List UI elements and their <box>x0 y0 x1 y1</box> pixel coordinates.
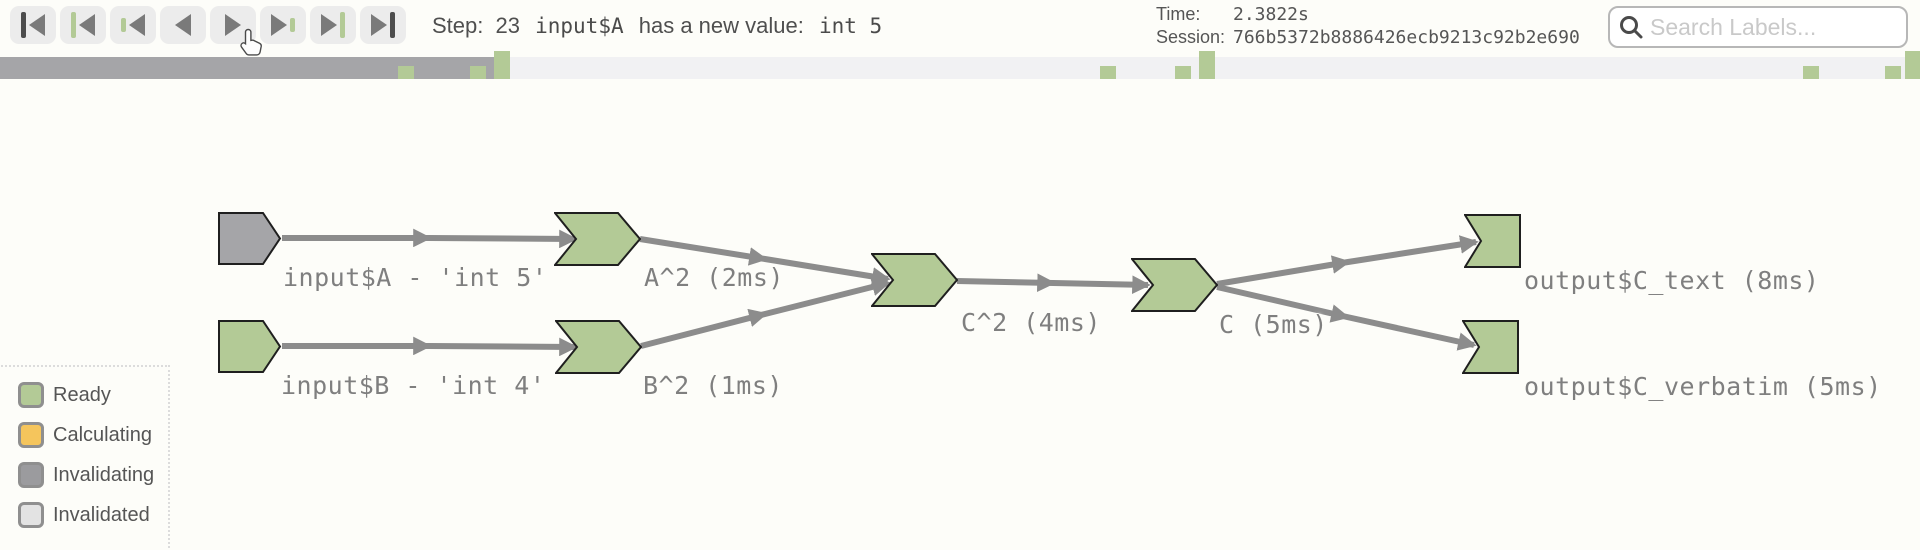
next-step-button[interactable] <box>210 6 256 44</box>
edge-inputA-A2 <box>282 228 578 249</box>
node-B2[interactable] <box>555 320 642 374</box>
timeline-mark[interactable] <box>398 66 414 79</box>
legend-swatch-invalidated <box>18 502 44 528</box>
timeline-mark-current[interactable] <box>494 51 510 79</box>
node-output-C-text[interactable] <box>1464 214 1522 268</box>
timeline-mark[interactable] <box>1885 66 1901 79</box>
edge-C2-C <box>956 273 1151 294</box>
triangle-left-icon <box>129 14 145 36</box>
legend-swatch-invalidating <box>18 462 44 488</box>
green-mark-bar-icon <box>340 12 345 38</box>
edge-C-outputText <box>1216 235 1479 287</box>
jump-to-end-button[interactable] <box>360 6 406 44</box>
triangle-left-icon <box>29 14 45 36</box>
session-meta: Time: 2.3822s Session: 766b5372b8886426ecb… <box>1156 3 1580 49</box>
timeline-mark-current[interactable] <box>1905 51 1920 79</box>
node-C2[interactable] <box>871 253 958 307</box>
edge-B2-C2 <box>640 277 891 349</box>
jump-to-beginning-button[interactable] <box>10 6 56 44</box>
label-A2: A^2 (2ms) <box>644 263 784 292</box>
triangle-right-icon <box>371 14 387 36</box>
playback-controls <box>10 6 406 44</box>
triangle-right-icon <box>225 14 241 36</box>
timeline-mark-current[interactable] <box>1199 51 1215 79</box>
timeline-scrubber[interactable] <box>0 51 1920 79</box>
label-C2: C^2 (4ms) <box>961 308 1101 337</box>
step-status: Step: 23 input$A has a new value: int 5 <box>432 13 891 39</box>
label-output-C-text: output$C_text (8ms) <box>1524 266 1820 295</box>
time-row: Time: 2.3822s <box>1156 3 1580 26</box>
step-message: has a new value: <box>638 13 804 38</box>
green-mark-bar-icon <box>290 18 295 32</box>
timeline-mark[interactable] <box>1803 66 1819 79</box>
step-number: 23 <box>495 13 520 38</box>
legend-label: Invalidated <box>53 503 150 526</box>
time-value: 2.3822s <box>1233 4 1309 25</box>
edge-inputB-B2 <box>282 336 578 357</box>
node-input-B[interactable] <box>218 320 282 373</box>
previous-cycle-button[interactable] <box>110 6 156 44</box>
search-box[interactable] <box>1608 6 1908 48</box>
previous-mark-button[interactable] <box>60 6 106 44</box>
label-B2: B^2 (1ms) <box>643 371 783 400</box>
node-output-C-verbatim[interactable] <box>1462 320 1520 374</box>
legend-swatch-calculating <box>18 422 44 448</box>
timeline-mark[interactable] <box>1100 66 1116 79</box>
legend-label: Ready <box>53 383 111 406</box>
step-subject: input$A <box>535 14 624 38</box>
triangle-left-icon <box>175 14 191 36</box>
timeline-mark[interactable] <box>1175 66 1191 79</box>
green-mark-bar-icon <box>71 12 76 38</box>
next-mark-button[interactable] <box>310 6 356 44</box>
legend-label: Invalidating <box>53 463 155 486</box>
legend-label: Calculating <box>53 423 152 446</box>
triangle-right-icon <box>271 14 287 36</box>
green-mark-bar-icon <box>121 18 126 32</box>
legend-item-invalidated: Invalidated <box>18 502 168 528</box>
node-input-A[interactable] <box>218 212 282 265</box>
legend-item-invalidating: Invalidating <box>18 462 168 488</box>
node-A2[interactable] <box>554 212 641 266</box>
legend-item-calculating: Calculating <box>18 422 168 448</box>
label-input-B: input$B - 'int 4' <box>281 371 546 400</box>
search-input[interactable] <box>1650 13 1898 41</box>
node-C[interactable] <box>1131 258 1218 312</box>
session-label: Session: <box>1156 27 1226 47</box>
timeline-mark[interactable] <box>470 66 486 79</box>
legend-item-ready: Ready <box>18 382 168 408</box>
label-input-A: input$A - 'int 5' <box>283 263 548 292</box>
toolbar: Step: 23 input$A has a new value: int 5 … <box>0 0 1920 56</box>
triangle-left-icon <box>79 14 95 36</box>
session-row: Session: 766b5372b8886426ecb9213c92b2e690 <box>1156 26 1580 49</box>
legend-swatch-ready <box>18 382 44 408</box>
stop-bar-icon <box>390 12 395 38</box>
previous-step-button[interactable] <box>160 6 206 44</box>
step-label: Step: <box>432 13 484 38</box>
mouse-cursor <box>240 28 262 56</box>
label-C: C (5ms) <box>1219 310 1328 339</box>
step-value: int 5 <box>818 14 883 38</box>
label-output-C-verbatim: output$C_verbatim (5ms) <box>1524 372 1882 401</box>
session-value: 766b5372b8886426ecb9213c92b2e690 <box>1233 27 1580 48</box>
next-cycle-button[interactable] <box>260 6 306 44</box>
search-icon <box>1620 16 1643 39</box>
timeline-progress <box>0 57 510 79</box>
time-label: Time: <box>1156 4 1201 24</box>
triangle-right-icon <box>321 14 337 36</box>
stop-bar-icon <box>21 12 26 38</box>
